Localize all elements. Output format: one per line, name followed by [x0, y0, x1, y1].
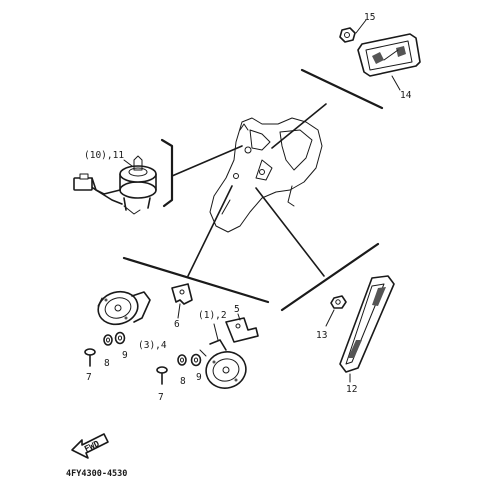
label-part-6: 6 [174, 319, 180, 330]
frame-outline [209, 117, 323, 233]
label-part-12: 12 [346, 384, 357, 395]
washer-icon [114, 331, 126, 345]
label-part-9-b: 9 [196, 372, 202, 383]
bolt-icon [156, 366, 168, 385]
label-part-10-11: (10),11 [84, 150, 124, 161]
horn-bracket-5 [225, 317, 259, 343]
label-part-7-a: 7 [86, 372, 92, 383]
horn-right [199, 339, 247, 389]
nut-icon [330, 295, 347, 309]
label-part-8-a: 8 [104, 358, 110, 369]
lock-washer-icon [177, 354, 187, 366]
washer-icon [190, 353, 202, 367]
label-part-14: 14 [400, 90, 412, 101]
bolt-icon [84, 348, 96, 367]
main-switch [73, 155, 157, 215]
side-reflector [339, 275, 395, 373]
label-part-1-2: (1),2 [198, 310, 227, 321]
label-part-7-b: 7 [158, 392, 164, 403]
label-part-15: 15 [364, 12, 375, 23]
horn-bracket-6 [171, 283, 193, 305]
fwd-arrow-icon: FWD [71, 433, 109, 459]
label-part-13: 13 [316, 330, 327, 341]
rear-reflector [357, 33, 421, 77]
group-brackets [122, 68, 384, 312]
lock-washer-icon [103, 334, 113, 346]
part-labels: 15 14 (10),11 6 5 (1),2 (3),4 7 8 9 7 8 … [84, 12, 412, 403]
horn-left [97, 290, 151, 326]
label-part-5: 5 [234, 304, 240, 315]
nut-icon [339, 27, 356, 43]
label-part-8-b: 8 [180, 376, 186, 387]
label-part-9-a: 9 [122, 350, 128, 361]
label-part-3-4: (3),4 [138, 340, 167, 351]
diagram-code: 4FY4300-4530 [66, 469, 127, 479]
